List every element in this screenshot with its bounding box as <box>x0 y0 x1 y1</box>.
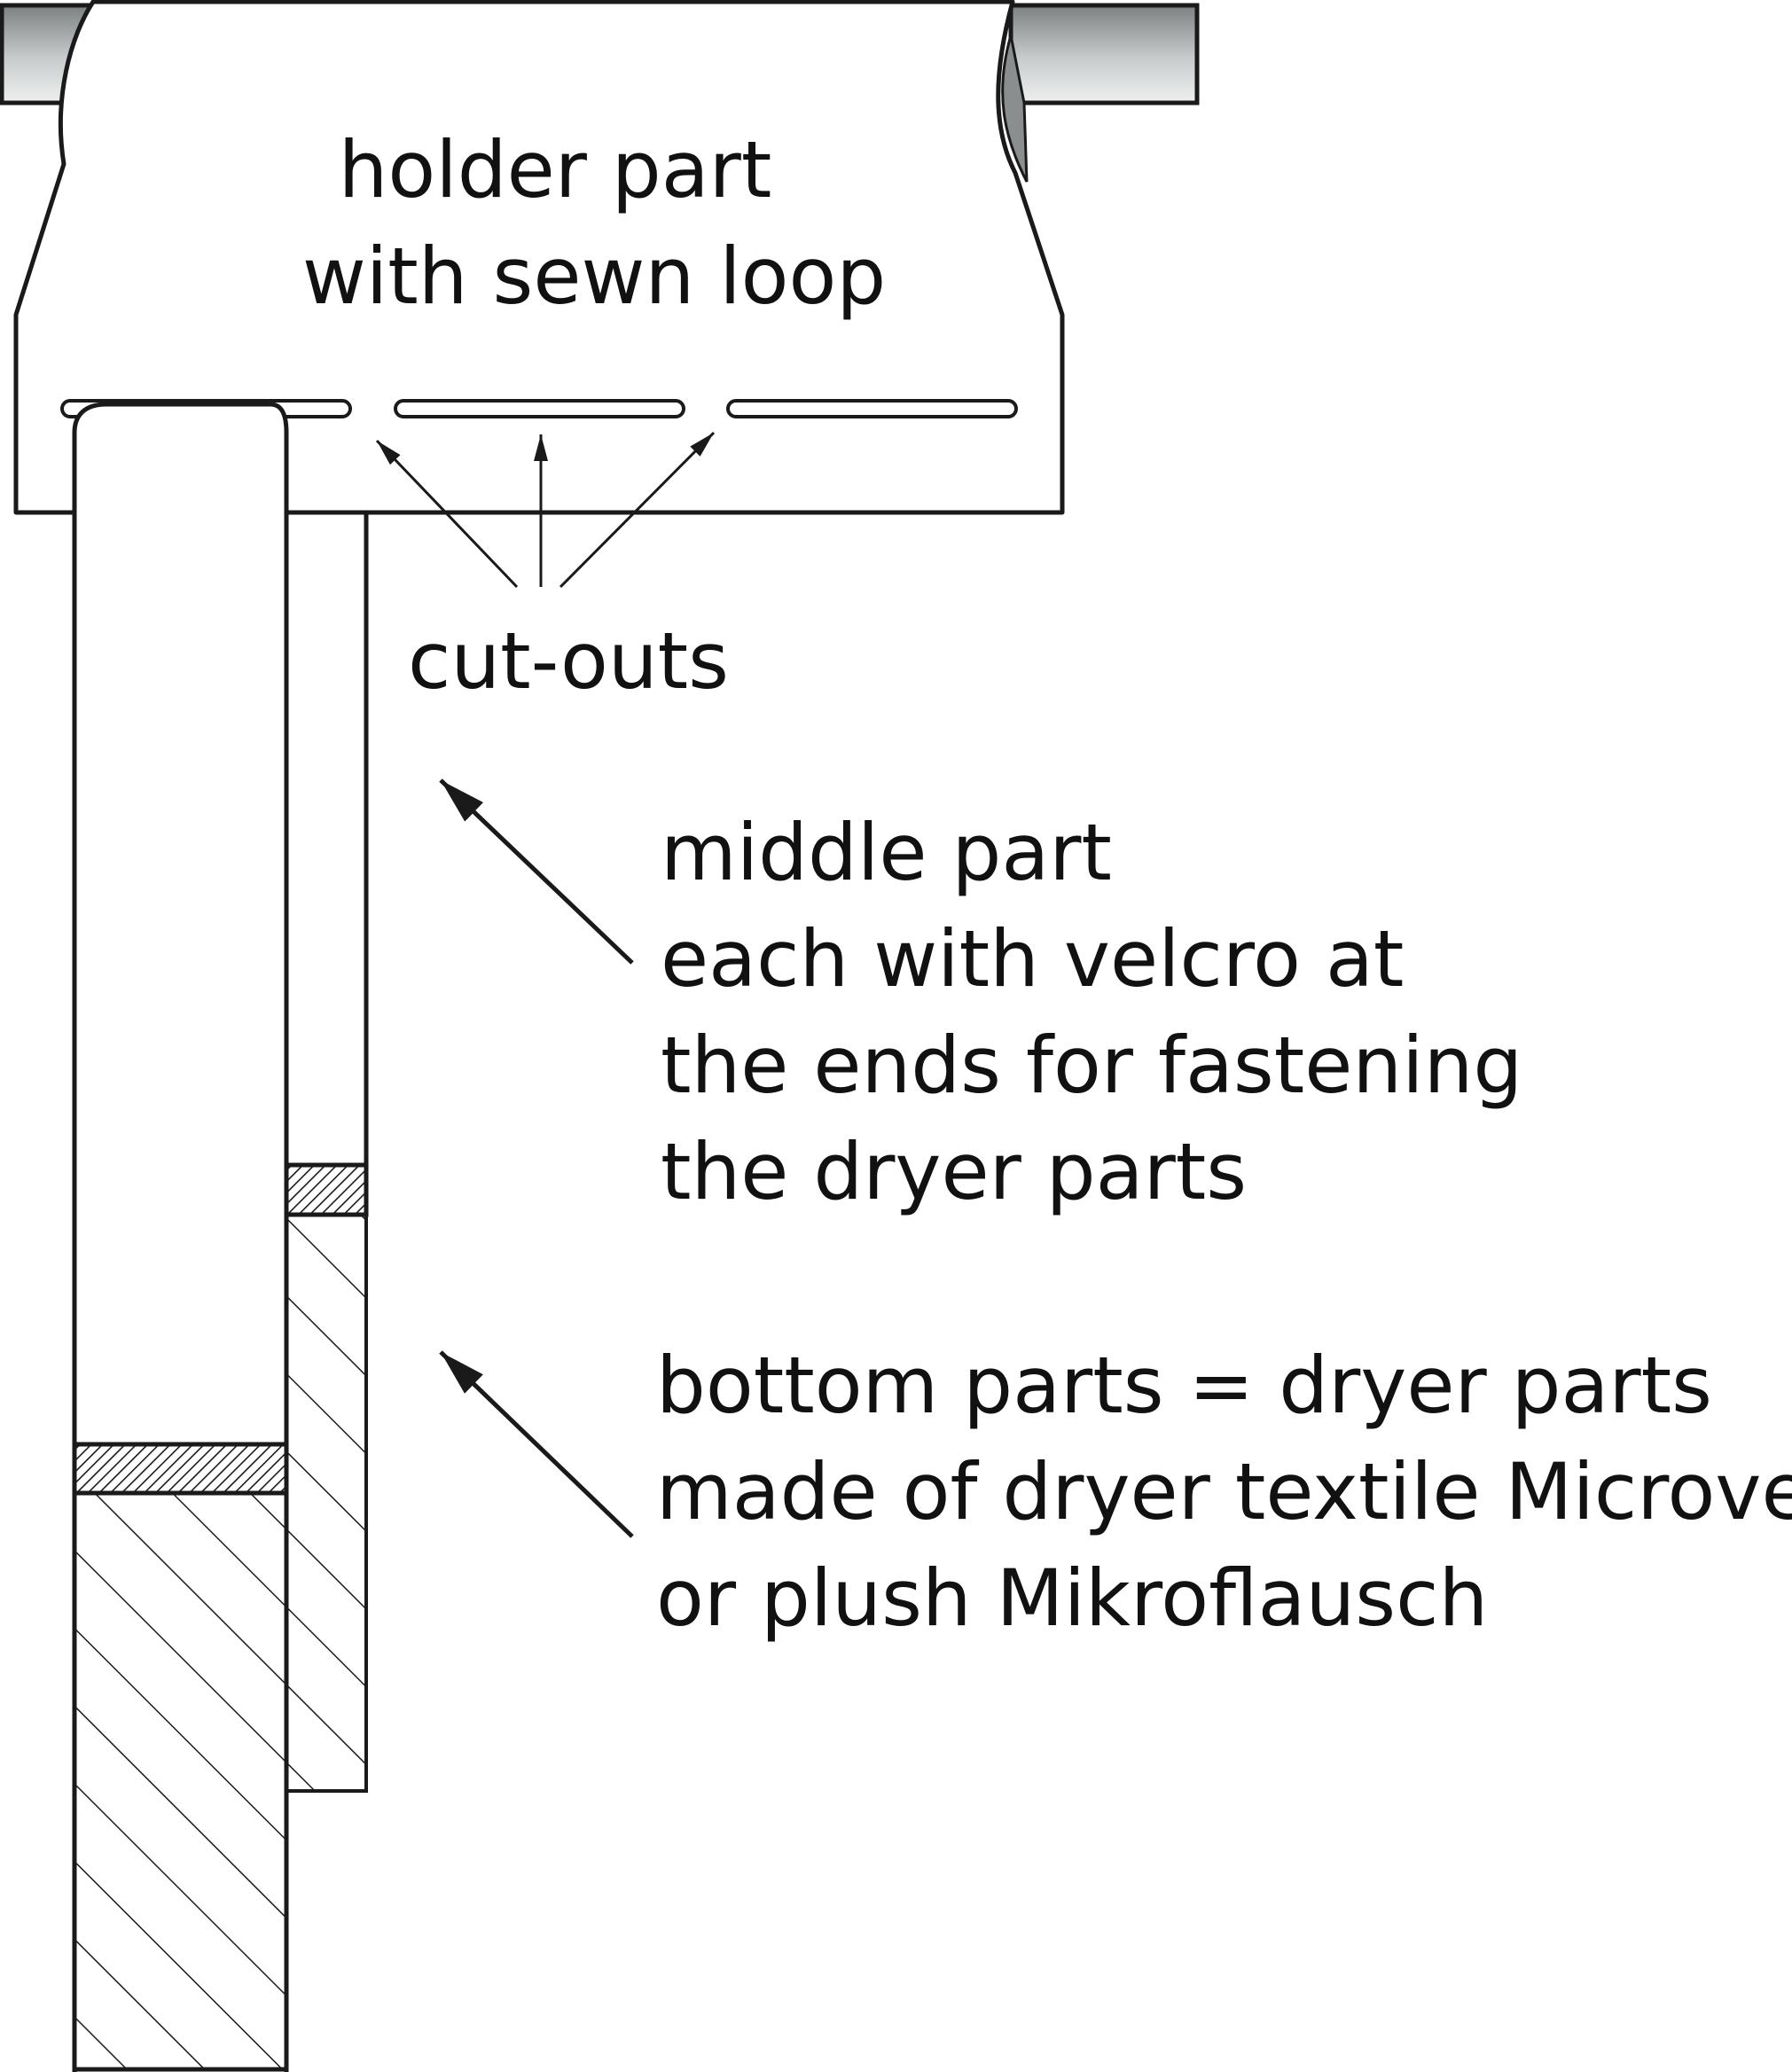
front-strip <box>72 402 289 2072</box>
bottom-label-line: or plush Mikroflausch <box>656 1552 1488 1644</box>
velcro-band <box>72 1442 289 1496</box>
rod-right-end <box>1008 3 1200 106</box>
cutout-arrows <box>375 431 716 589</box>
holder-label-line: with sewn loop <box>302 231 886 322</box>
middle-label-line: each with velcro at <box>661 913 1404 1005</box>
cutout-slot <box>394 399 685 418</box>
bottom-part-arrow <box>439 1350 634 1538</box>
middle-part-plain <box>284 510 369 1168</box>
cutout-slot <box>726 399 1018 418</box>
dryer-part-hatched <box>285 1213 368 1793</box>
arrow-left <box>375 439 519 589</box>
bottom-label-line: made of dryer textile Microvel® <box>656 1446 1792 1537</box>
cutouts-label: cut-outs <box>408 615 729 707</box>
bottom-label-line: bottom parts = dryer parts <box>656 1340 1712 1431</box>
arrow-right <box>559 431 716 589</box>
middle-label-line: the ends for fastening <box>661 1020 1522 1111</box>
holder-label: holder part with sewn loop <box>302 124 886 322</box>
middle-label-line: the dryer parts <box>661 1126 1247 1217</box>
rod-wrap-shadow <box>1001 35 1029 183</box>
middle-strip <box>284 510 369 1793</box>
velcro-band <box>284 1162 369 1217</box>
holder-part <box>13 0 1065 515</box>
middle-part-label: middle part each with velcro at the ends… <box>661 807 1547 1217</box>
middle-part-arrow <box>439 778 634 965</box>
dryer-part-hatched <box>72 1490 289 2072</box>
middle-label-line: middle part <box>661 807 1112 898</box>
holder-label-line: holder part <box>339 124 772 215</box>
bottom-part-label: bottom parts = dryer parts made of dryer… <box>656 1340 1792 1644</box>
